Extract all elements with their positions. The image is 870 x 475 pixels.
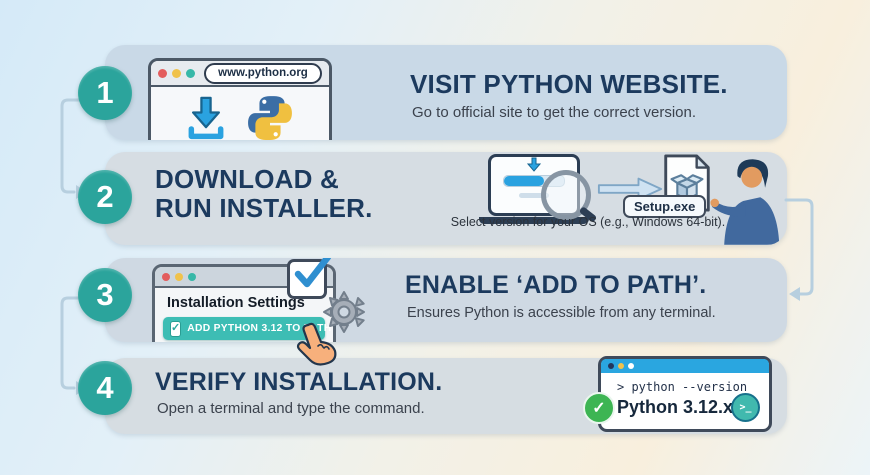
step-4-panel: VERIFY INSTALLATION. Open a terminal and… (105, 356, 787, 434)
step-4-subtitle: Open a terminal and type the command. (157, 400, 425, 417)
path-checkbox-label: ADD PYTHON 3.12 TO PATH (187, 323, 332, 334)
traffic-dot-red (158, 68, 167, 78)
traffic-dot-white (628, 363, 634, 369)
step-3-subtitle: Ensures Python is accessible from any te… (407, 305, 716, 321)
traffic-dot-navy (608, 363, 614, 369)
step-3-badge: 3 (78, 268, 132, 322)
terminal-icon: >_ (731, 393, 760, 422)
download-icon (188, 96, 224, 140)
step-4-title: VERIFY INSTALLATION. (155, 368, 443, 396)
person-illustration (710, 159, 780, 245)
add-to-path-option: ✓ ADD PYTHON 3.12 TO PATH (163, 317, 331, 340)
connector-step1-to-step2 (60, 98, 86, 194)
traffic-dot-green (186, 68, 195, 78)
step-1-subtitle: Go to official site to get the correct v… (412, 104, 697, 121)
blue-checkmark-icon (294, 258, 332, 288)
gear-icon (323, 291, 365, 333)
connector-step2-to-step3 (784, 198, 814, 296)
placeholder-bar (519, 193, 549, 198)
step-2-title-line2: RUN INSTALLER. (155, 193, 373, 223)
checkbox-checked-icon (287, 258, 332, 299)
step-4-badge: 4 (78, 361, 132, 415)
url-bar: www.python.org (204, 62, 322, 84)
python-logo-icon (248, 96, 292, 140)
step-2-panel: DOWNLOAD & RUN INSTALLER. (105, 152, 787, 245)
step-3-panel: Installation Settings ✓ ADD PYTHON 3.12 … (105, 258, 787, 342)
terminal-window: > python --version Python 3.12.x >_ (598, 356, 772, 432)
traffic-dot-green (188, 272, 196, 281)
traffic-dot-yellow (172, 68, 181, 78)
success-check-icon: ✓ (583, 392, 615, 424)
browser-window: www.python.org (148, 58, 332, 140)
path-checkbox-icon: ✓ (170, 320, 182, 337)
hand-cursor-icon (296, 322, 337, 366)
settings-window-title: Installation Settings (167, 295, 305, 311)
traffic-dot-red (162, 272, 170, 281)
step-1-title: VISIT PYTHON WEBSITE. (410, 69, 728, 99)
terminal-output: Python 3.12.x (617, 397, 734, 417)
step-2-caption: Select version for your OS (e.g., Window… (450, 215, 726, 229)
step-2-badge: 2 (78, 170, 132, 224)
arrow-right-icon (597, 177, 663, 201)
terminal-command: > python --version (617, 380, 748, 394)
step-3-title: ENABLE ‘ADD TO PATH’. (405, 271, 707, 299)
magnifier-icon (541, 170, 598, 223)
setup-exe-label: Setup.exe (623, 195, 707, 218)
step-2-title-line1: DOWNLOAD & (155, 164, 339, 194)
download-progress-fill (504, 176, 544, 186)
traffic-dot-yellow (618, 363, 624, 369)
step-1-badge: 1 (78, 66, 132, 120)
browser-titlebar: www.python.org (151, 61, 329, 87)
laptop-base (479, 217, 589, 224)
browser-body (151, 87, 329, 140)
mini-download-icon (527, 157, 541, 172)
traffic-dot-yellow (175, 272, 183, 281)
terminal-titlebar (601, 359, 769, 373)
step-1-panel: www.python.org VISIT PYTHON WEBSITE. G (105, 45, 787, 140)
arrowhead-step3 (789, 287, 800, 301)
